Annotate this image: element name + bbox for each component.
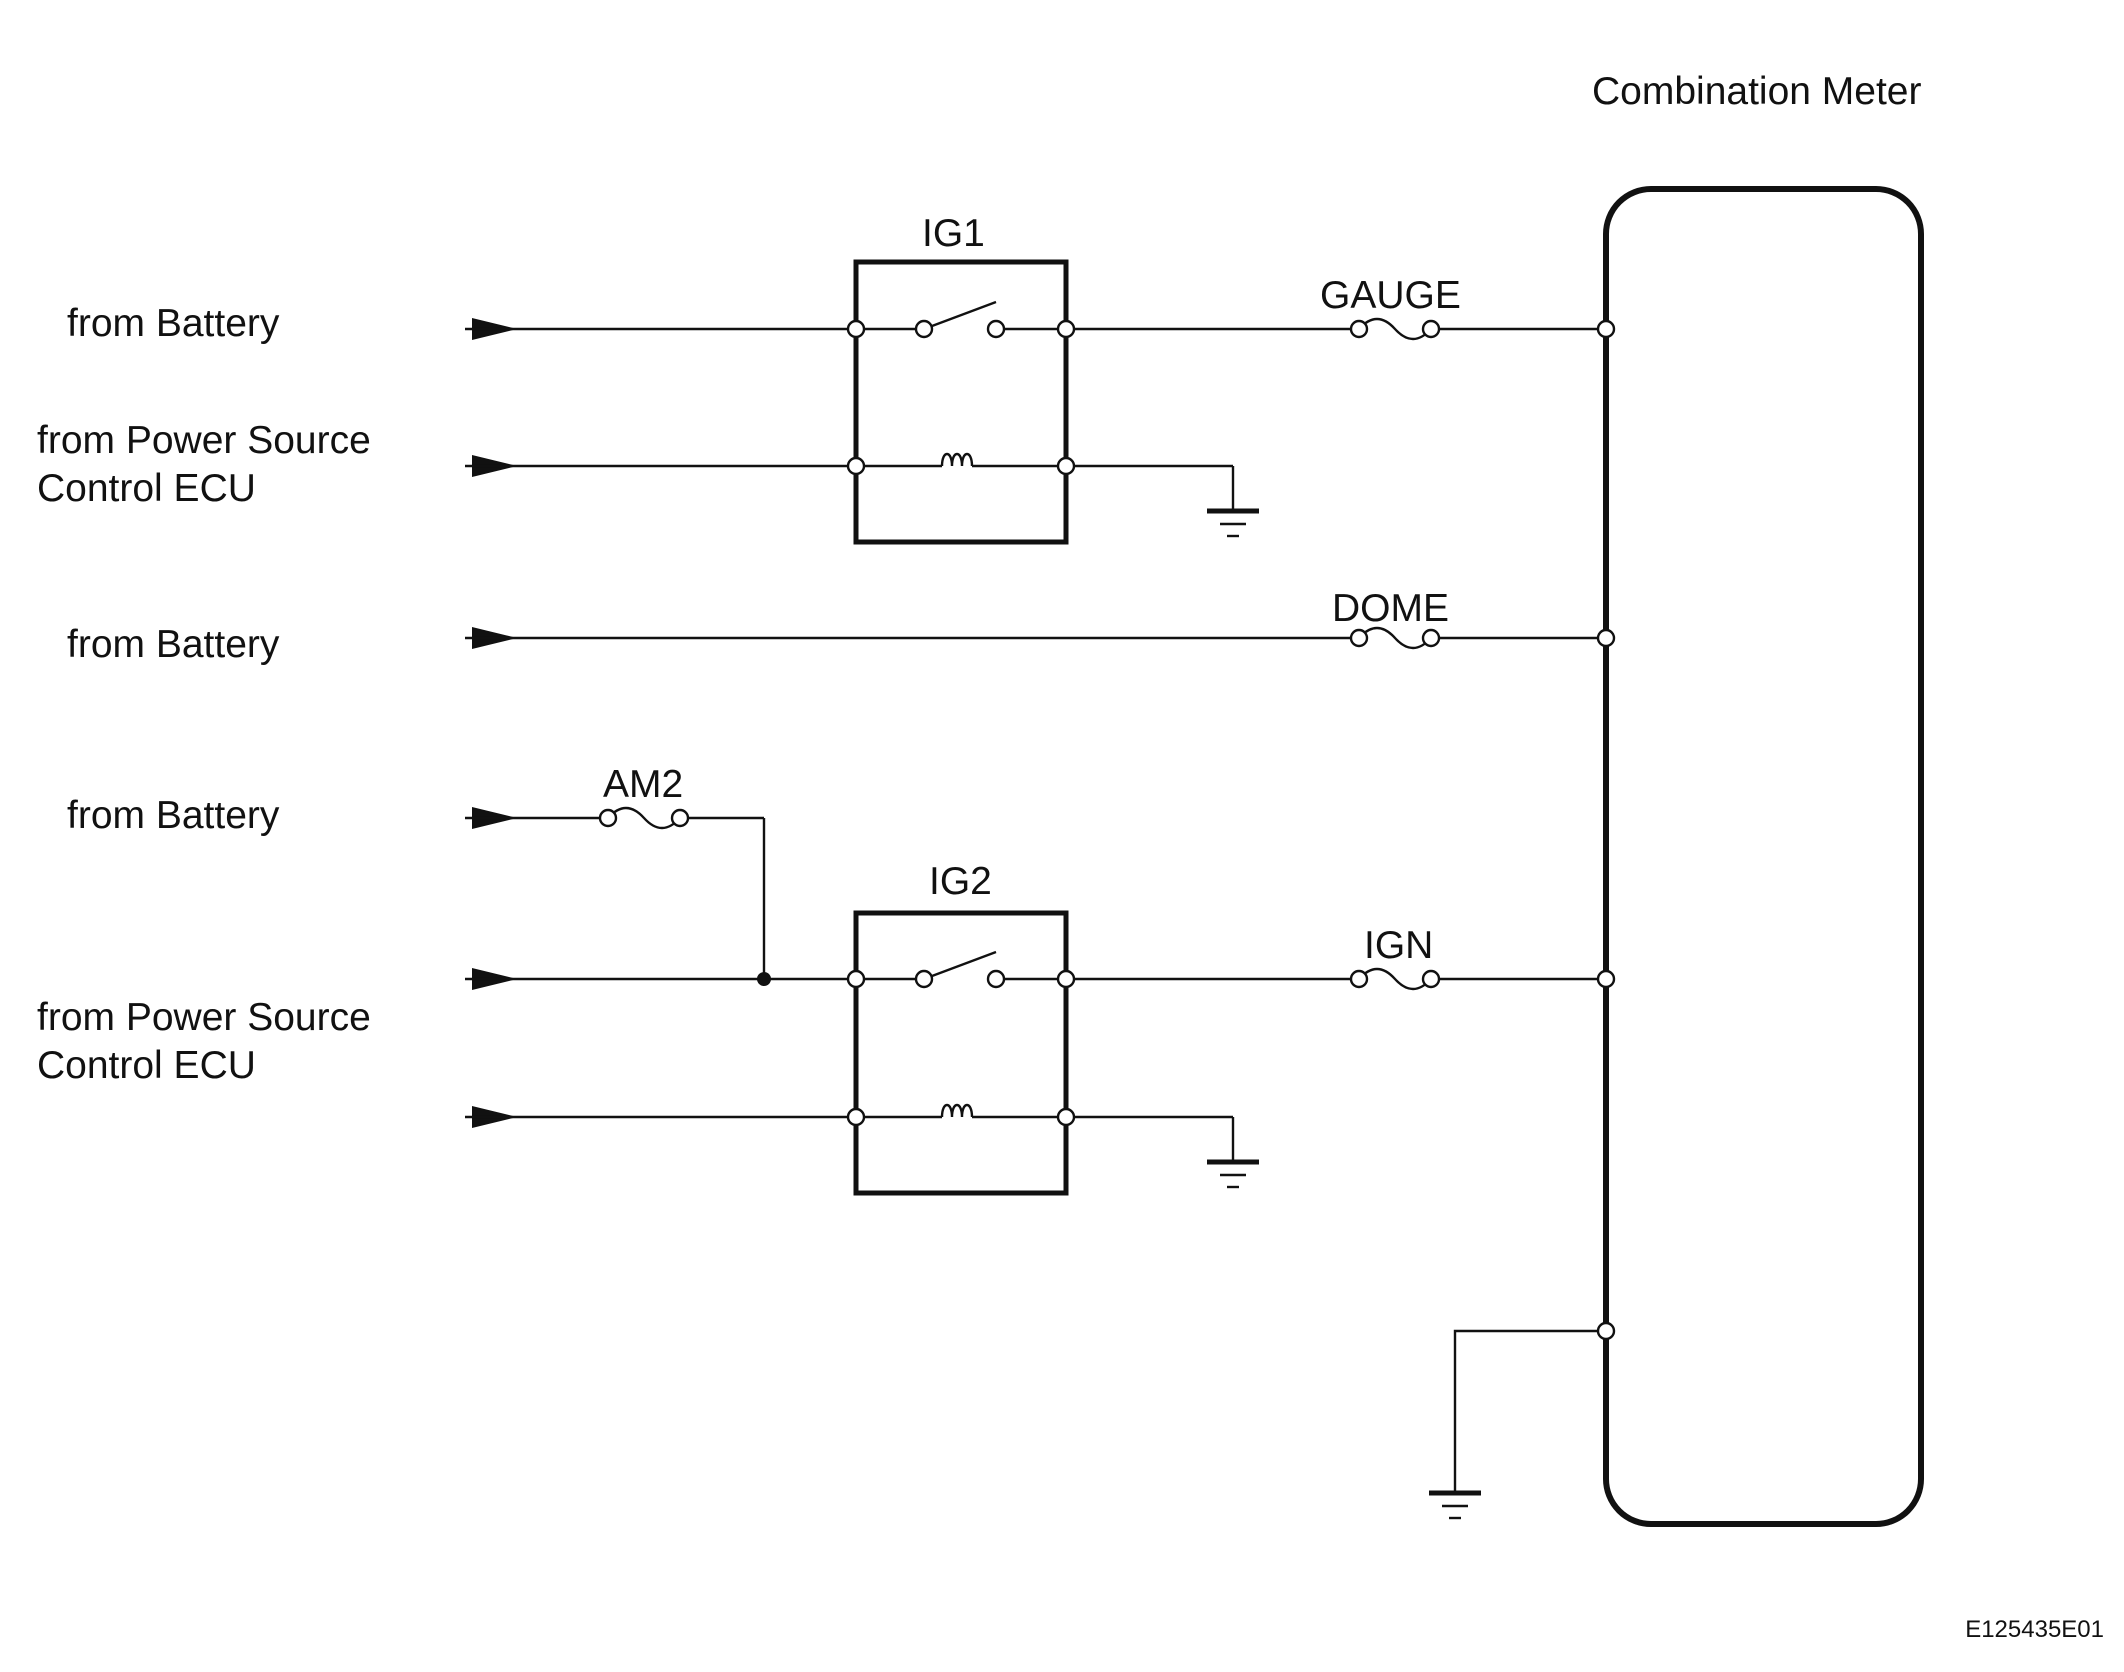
terminal (598, 808, 618, 828)
relay-ig2-switch-blade (923, 950, 997, 981)
ground-icon (1207, 1159, 1259, 1189)
fuse-dome-icon (1358, 626, 1432, 650)
terminal (1349, 969, 1369, 989)
label-from-power-source-1: from Power Source (37, 419, 371, 462)
terminal (1056, 1107, 1076, 1127)
terminal (846, 319, 866, 339)
ground-icon (1429, 1490, 1481, 1520)
terminal (986, 969, 1006, 989)
terminal (1596, 319, 1616, 339)
terminal (846, 969, 866, 989)
terminal (986, 319, 1006, 339)
terminal (914, 969, 934, 989)
relay-ig1-coil (940, 452, 974, 467)
fuse-am2-icon (607, 806, 681, 830)
terminal (914, 319, 934, 339)
terminal (1056, 969, 1076, 989)
terminal (1421, 969, 1441, 989)
fuse-ign-icon (1358, 967, 1432, 991)
input-arrows (472, 318, 517, 1128)
terminal (1421, 628, 1441, 648)
label-from-battery-3: from Battery (67, 794, 280, 837)
terminal (846, 456, 866, 476)
terminal (1421, 319, 1441, 339)
label-from-battery-2: from Battery (67, 623, 280, 666)
terminal (670, 808, 690, 828)
wire-meter-ground (1453, 1329, 1606, 1493)
relay-ig1-switch-blade (923, 300, 997, 331)
terminals (598, 319, 1616, 1341)
relay-ig2-box (853, 910, 1069, 1196)
ground-icon (1207, 508, 1259, 538)
fuse-dome-label: DOME (1332, 587, 1449, 630)
terminal (1349, 628, 1369, 648)
junction-dot (757, 972, 771, 986)
fuse-ign-label: IGN (1364, 924, 1433, 967)
figure-code: E125435E01 (1965, 1616, 2104, 1643)
label-control-ecu-1: Control ECU (37, 467, 256, 510)
terminal (1596, 628, 1616, 648)
label-from-battery-1: from Battery (67, 302, 280, 345)
terminal (1056, 456, 1076, 476)
relay-ig1-box (853, 259, 1069, 545)
fuse-am2-label: AM2 (603, 763, 683, 806)
label-control-ecu-2: Control ECU (37, 1044, 256, 1087)
relay-ig2-coil (940, 1103, 974, 1118)
terminal (846, 1107, 866, 1127)
terminal (1596, 969, 1616, 989)
label-from-power-source-2: from Power Source (37, 996, 371, 1039)
terminal (1056, 319, 1076, 339)
terminal (1596, 1321, 1616, 1341)
relay-ig2-label: IG2 (929, 860, 992, 903)
relay-ig1-label: IG1 (922, 212, 985, 255)
combination-meter-box (1603, 186, 1924, 1527)
terminal (1349, 319, 1369, 339)
fuse-gauge-label: GAUGE (1320, 274, 1461, 317)
fuse-gauge-icon (1358, 317, 1432, 341)
combination-meter-title: Combination Meter (1592, 70, 1921, 113)
